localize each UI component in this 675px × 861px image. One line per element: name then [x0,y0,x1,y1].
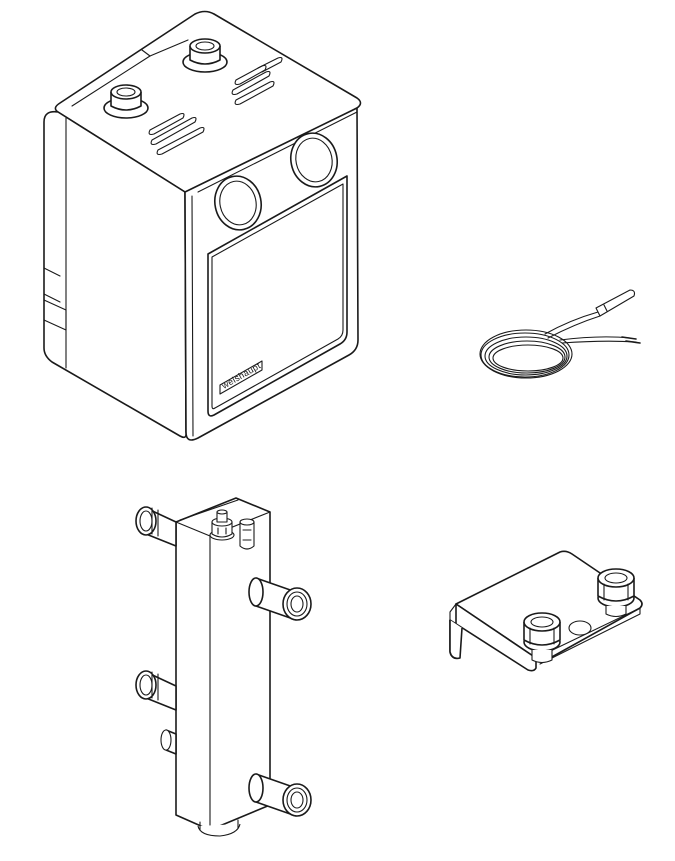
separator-connector-left-top [135,506,177,547]
top-fitting-front [103,84,149,119]
mounting-bracket [449,550,643,672]
top-fitting-rear [182,38,228,73]
bracket-fitting-front [523,612,561,664]
separator-vent-valve [209,509,235,541]
hydraulic-separator [135,497,312,837]
separator-connector-left-middle [135,670,177,711]
separator-connector-right-top [248,577,312,621]
separator-sensor-well [239,518,255,550]
separator-connector-right-bottom [248,773,312,817]
temperature-sensor-cable [479,289,641,379]
bracket-fitting-rear [597,568,635,618]
module-housing: weishaupt [43,10,362,441]
separator-drain-stub [160,729,177,755]
vent-slots [148,56,283,156]
